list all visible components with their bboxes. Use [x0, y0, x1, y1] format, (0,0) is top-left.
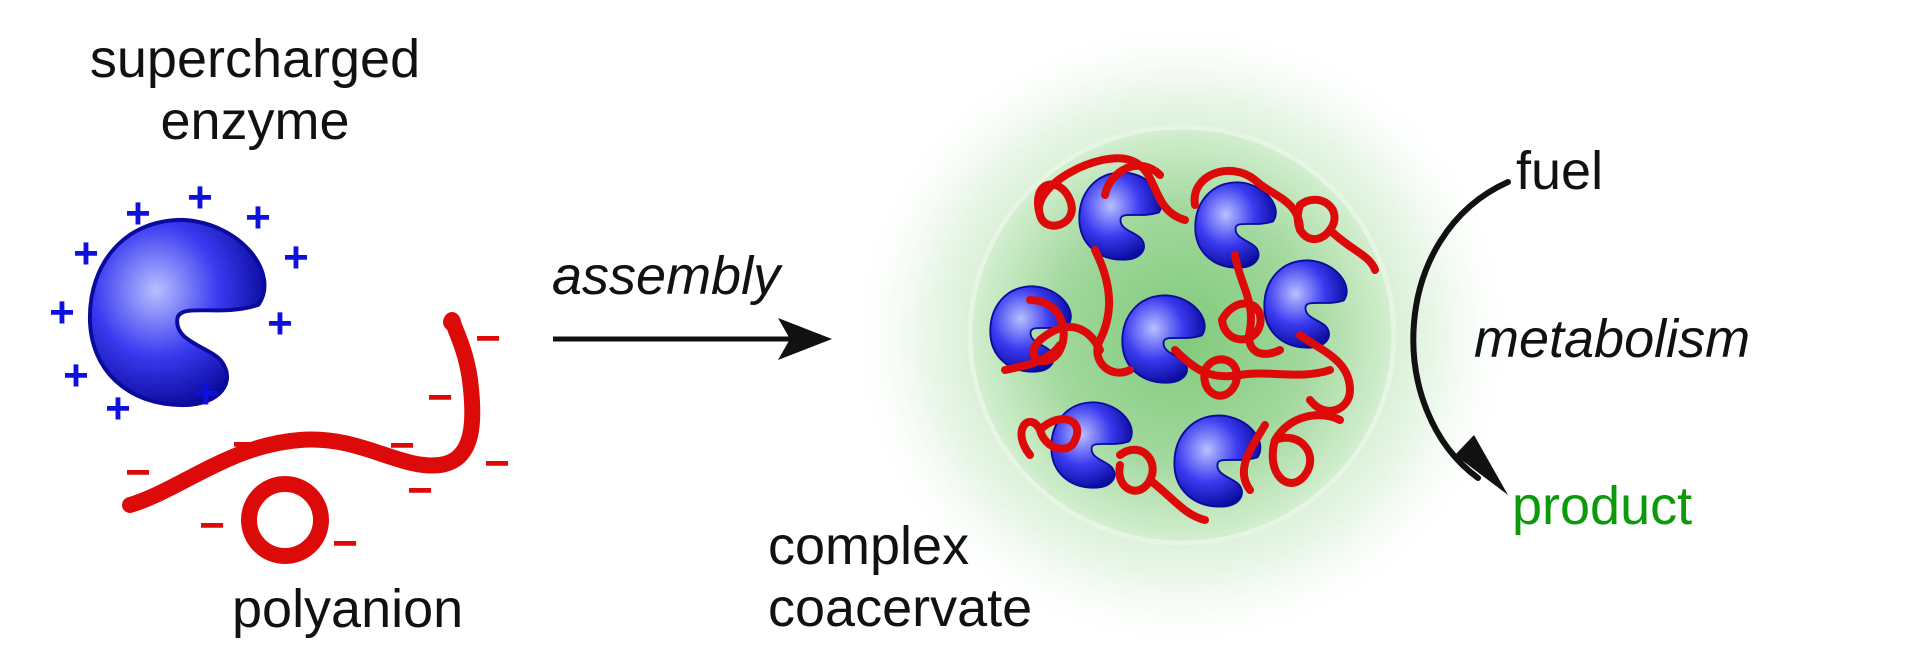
negative-charge: −: [407, 466, 433, 515]
enzyme-label-line1: supercharged: [89, 29, 421, 89]
positive-charge: +: [105, 384, 131, 433]
fuel-label: fuel: [1516, 141, 1604, 201]
coacervate-label-line1: complex: [768, 516, 970, 576]
positive-charge: +: [267, 299, 293, 348]
coacervate-droplet-icon: [844, 15, 1520, 655]
positive-charge: +: [245, 193, 271, 242]
enzyme-icon: [90, 220, 265, 405]
enzyme-positive-charges: + + + + + + + + + +: [49, 173, 309, 433]
polyanion-icon: [122, 312, 481, 564]
negative-charge: −: [199, 501, 225, 550]
product-label: product: [1512, 476, 1693, 536]
polyanion-negative-charges: − − − − − − − − −: [125, 314, 510, 568]
negative-charge: −: [427, 373, 453, 422]
negative-charge: −: [332, 519, 358, 568]
positive-charge: +: [49, 288, 75, 337]
enzyme-label-line2: enzyme: [160, 91, 350, 152]
negative-charge: −: [125, 448, 151, 497]
metabolism-label: metabolism: [1474, 309, 1751, 369]
negative-charge: −: [475, 314, 501, 363]
positive-charge: +: [283, 233, 309, 282]
positive-charge: +: [125, 189, 151, 238]
assembly-arrow-icon: [553, 318, 832, 360]
negative-charge: −: [484, 439, 510, 488]
positive-charge: +: [187, 173, 213, 222]
enzyme-label: supercharged enzyme: [20, 28, 490, 152]
positive-charge: +: [73, 229, 99, 278]
positive-charge: +: [193, 369, 219, 418]
metabolism-arrow-icon: [1410, 179, 1511, 495]
positive-charge: +: [63, 351, 89, 400]
coacervate-label: complex coacervate: [768, 515, 1032, 639]
assembly-label: assembly: [552, 246, 781, 306]
negative-charge: −: [232, 420, 258, 469]
coacervate-label-line2: coacervate: [768, 578, 1033, 639]
polyanion-label: polyanion: [232, 579, 464, 639]
negative-charge: −: [389, 421, 415, 470]
